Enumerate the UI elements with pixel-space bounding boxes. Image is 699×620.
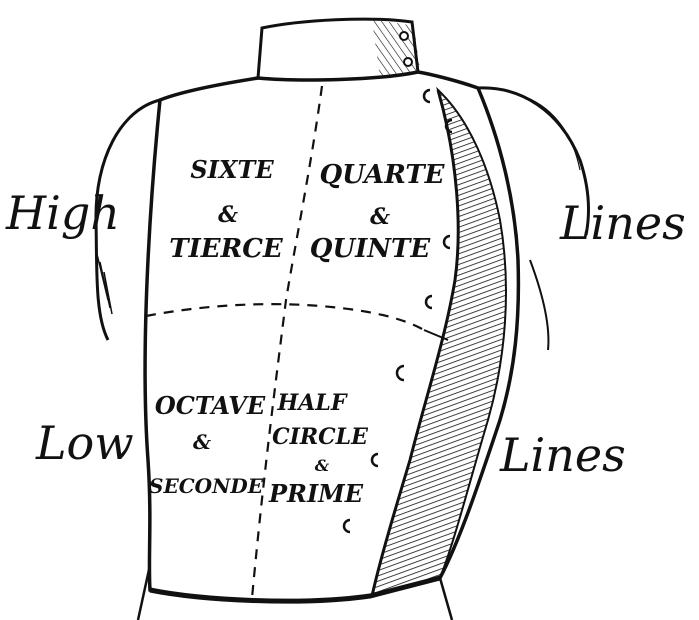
zone-text: OCTAVE (155, 394, 265, 418)
zone-text: PRIME (269, 482, 363, 506)
zone-text: TIERCE (169, 236, 282, 262)
zone-text: SIXTE (190, 158, 273, 182)
label-lines-upper: Lines (560, 200, 686, 246)
zone-text: & (193, 432, 211, 452)
zone-text: & (218, 204, 238, 226)
label-low: Low (36, 420, 134, 466)
label-lines-lower: Lines (500, 432, 626, 478)
zone-text: QUINTE (310, 236, 430, 262)
zone-text: SECONDE (149, 476, 263, 496)
label-high: High (6, 190, 120, 236)
zone-text: & (370, 206, 390, 228)
zone-text: CIRCLE (272, 426, 368, 448)
zone-text: & (315, 458, 329, 474)
collar (258, 19, 420, 80)
zone-text: HALF (278, 392, 347, 414)
zone-text: QUARTE (319, 162, 444, 188)
